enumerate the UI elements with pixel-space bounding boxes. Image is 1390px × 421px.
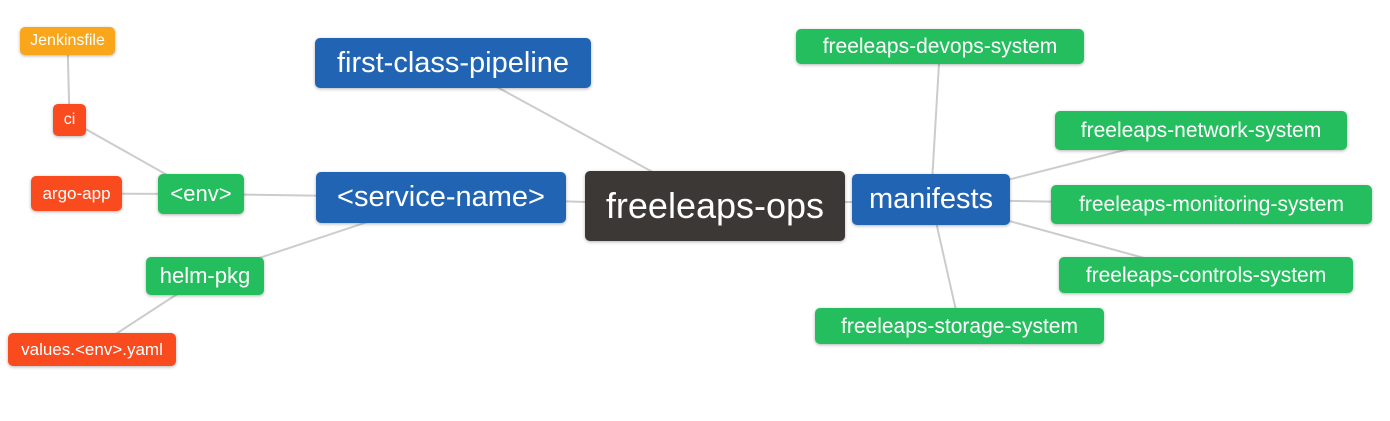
node-freeleaps-ops[interactable]: freeleaps-ops <box>585 171 845 241</box>
node-freeleaps-storage-system[interactable]: freeleaps-storage-system <box>815 308 1104 344</box>
node-freeleaps-network-system[interactable]: freeleaps-network-system <box>1055 111 1347 150</box>
node-freeleaps-controls-system[interactable]: freeleaps-controls-system <box>1059 257 1353 293</box>
node-service-name[interactable]: <service-name> <box>316 172 566 223</box>
node-first-class-pipeline[interactable]: first-class-pipeline <box>315 38 591 88</box>
node-ci[interactable]: ci <box>53 104 86 136</box>
node-jenkinsfile[interactable]: Jenkinsfile <box>20 27 115 55</box>
node-env[interactable]: <env> <box>158 174 244 214</box>
node-manifests[interactable]: manifests <box>852 174 1010 225</box>
node-freeleaps-monitoring-system[interactable]: freeleaps-monitoring-system <box>1051 185 1372 224</box>
node-values-env-yaml[interactable]: values.<env>.yaml <box>8 333 176 366</box>
node-helm-pkg[interactable]: helm-pkg <box>146 257 264 295</box>
node-argo-app[interactable]: argo-app <box>31 176 122 211</box>
node-freeleaps-devops-system[interactable]: freeleaps-devops-system <box>796 29 1084 64</box>
